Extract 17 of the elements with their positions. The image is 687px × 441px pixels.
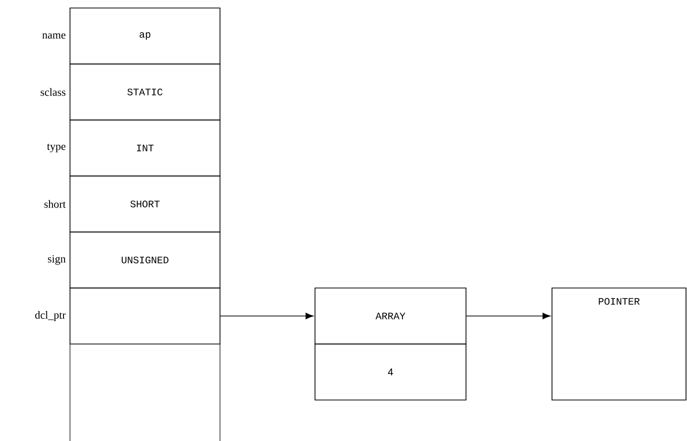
arrow bbox=[466, 312, 550, 320]
field-label: type bbox=[47, 144, 66, 152]
record-field: ARRAY bbox=[314, 288, 466, 344]
record-field: STATIC bbox=[70, 64, 220, 120]
field-label: short bbox=[44, 200, 66, 208]
record-field: INT bbox=[70, 120, 220, 176]
record-field: SHORT bbox=[70, 176, 220, 232]
record-field: ap bbox=[70, 8, 220, 64]
arrow bbox=[220, 312, 314, 320]
field-label: sign bbox=[48, 255, 66, 265]
record-field: UNSIGNED bbox=[70, 232, 220, 288]
field-label: sclass bbox=[40, 88, 66, 96]
field-label: dcl_ptr bbox=[35, 311, 66, 321]
pointer-box: POINTER bbox=[552, 288, 686, 400]
record-field bbox=[70, 288, 220, 344]
field-label: name bbox=[42, 33, 66, 39]
record-field: 4 bbox=[314, 344, 466, 400]
